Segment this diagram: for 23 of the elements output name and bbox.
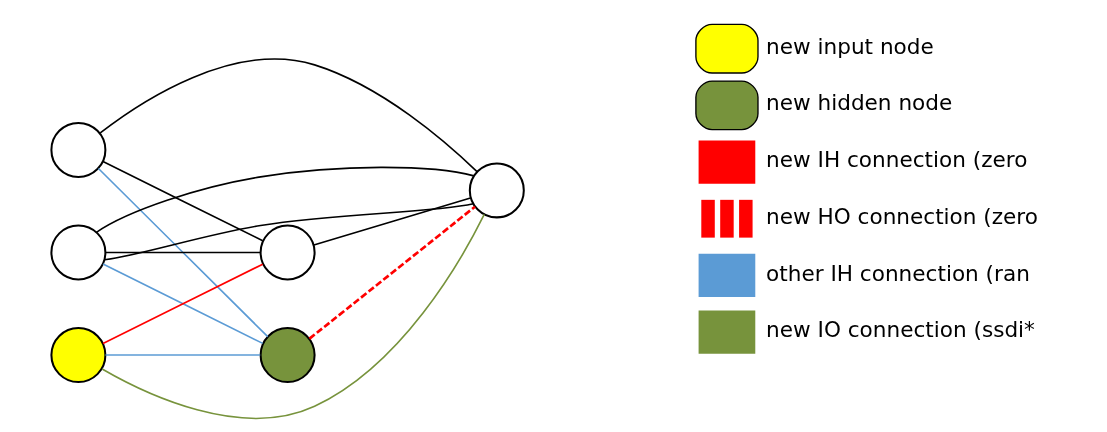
node-circle [468,162,525,219]
connector [308,205,476,340]
connector [95,166,475,234]
legend-label: new IH connection (zero [766,147,1028,173]
connector [102,263,264,345]
connector [101,213,486,420]
connector [99,58,478,173]
node-circle [50,121,107,178]
connector [103,202,475,261]
node-circle [50,224,107,281]
node-circle [259,327,316,384]
node-circle [50,327,107,384]
legend-label: new IO connection (ssdi* [766,317,1035,343]
legend-label: other IH connection (ran [766,260,1030,286]
connector [104,251,261,254]
legend-label: new hidden node [766,90,953,116]
connector [104,354,261,356]
node-circle [259,224,316,281]
connector [313,197,472,246]
connector [102,160,264,242]
legend-label: new input node [766,33,934,59]
connector [97,167,269,338]
legend-label: new HO connection (zero [766,203,1038,229]
